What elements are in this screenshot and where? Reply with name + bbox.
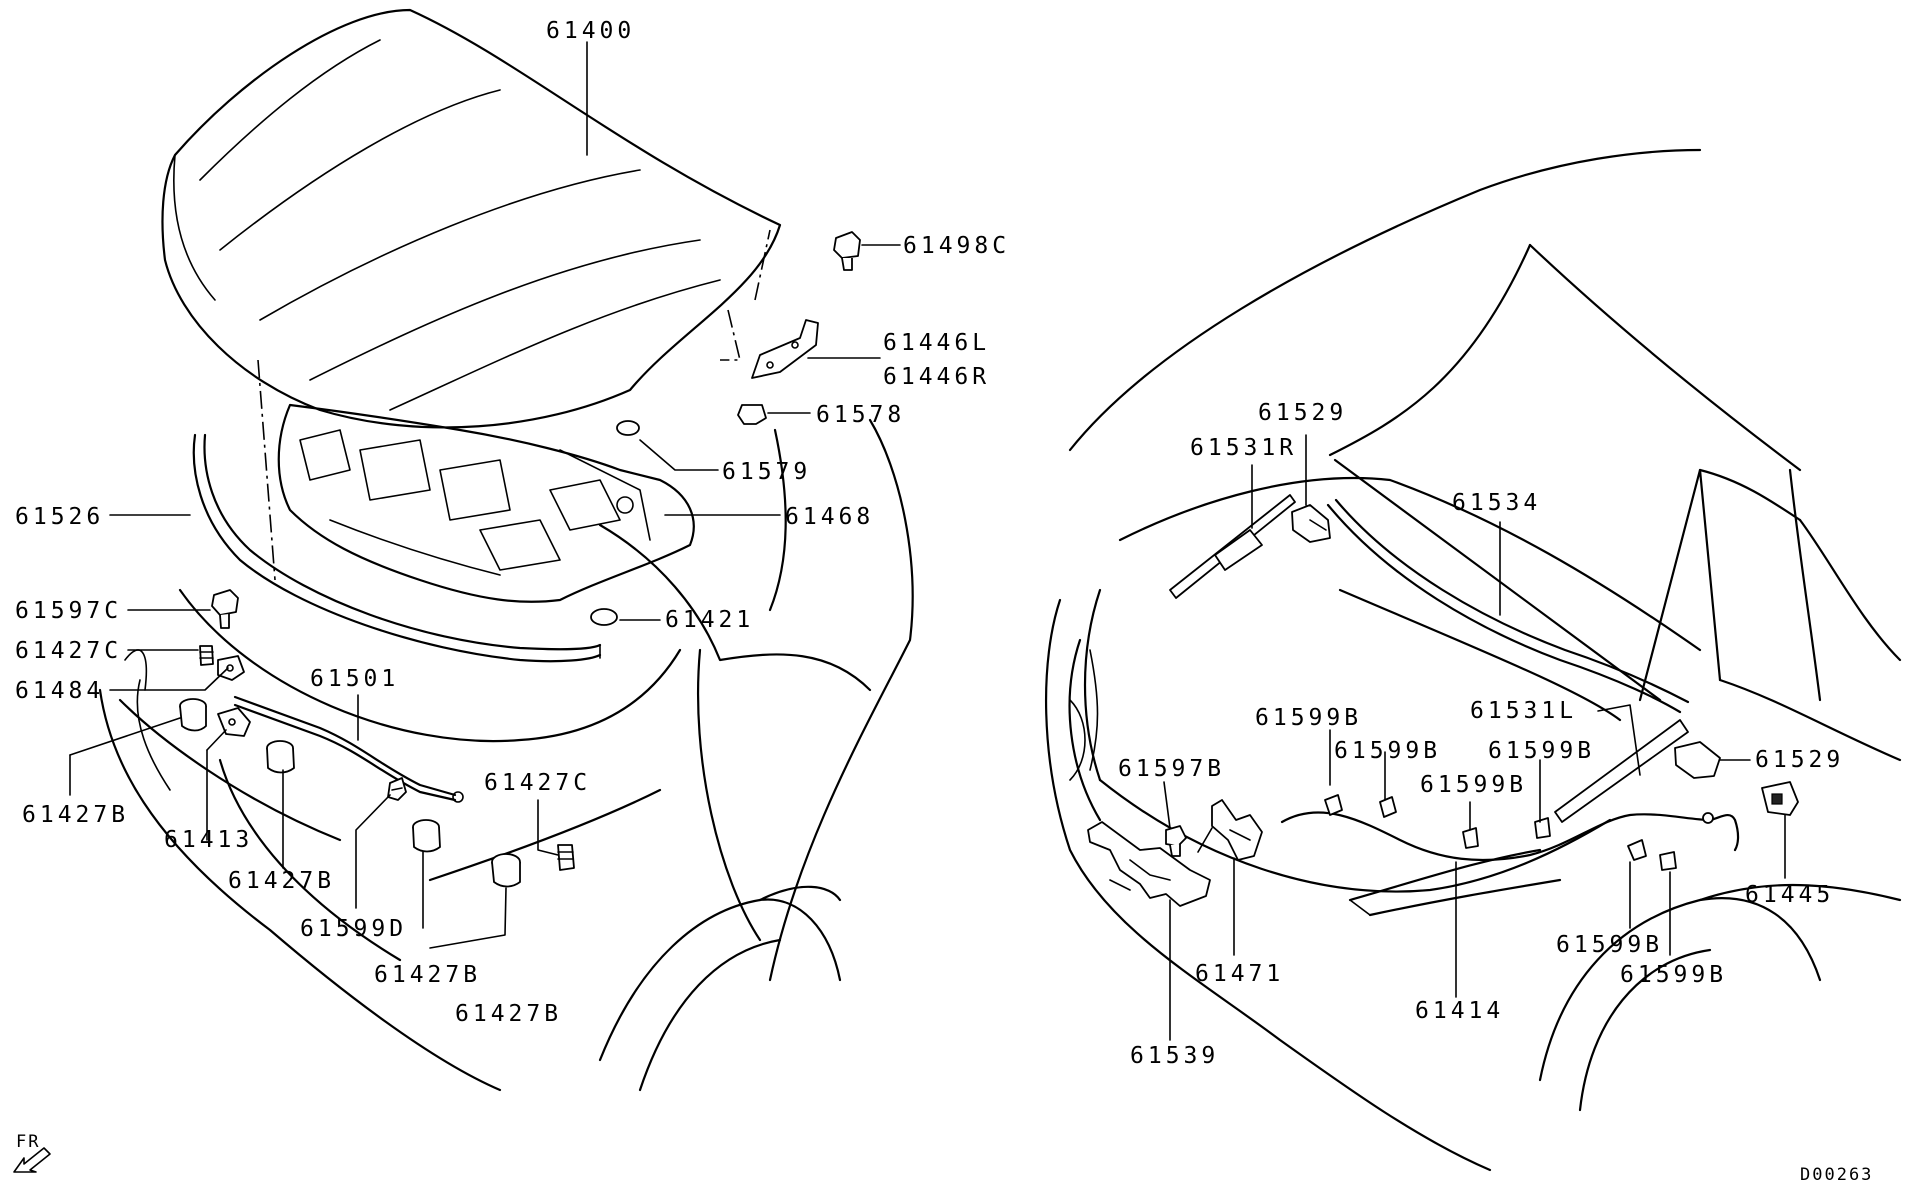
- label-61501: 61501: [310, 666, 399, 692]
- clip-61599d: [387, 777, 407, 801]
- bracket-61529-a: [1291, 504, 1331, 543]
- hood-weatherstrip: [192, 433, 602, 663]
- label-61599B-c: 61599B: [1488, 738, 1595, 764]
- release-cable-61414: [1280, 811, 1740, 862]
- plug-61579: [616, 420, 640, 436]
- bracket-61529-b: [1674, 741, 1721, 779]
- label-61427B-a: 61427B: [22, 802, 129, 828]
- side-strip-61531l: [1554, 719, 1689, 823]
- bolt-61597b: [1165, 825, 1187, 857]
- label-61446R: 61446R: [883, 364, 990, 390]
- label-61427B-c: 61427B: [374, 962, 481, 988]
- label-61534: 61534: [1452, 490, 1541, 516]
- label-61484: 61484: [15, 678, 104, 704]
- hood-lock-61471: [1197, 799, 1263, 861]
- hood-latch-61445: [1761, 781, 1799, 816]
- label-61529-a: 61529: [1258, 400, 1347, 426]
- label-61599B-f: 61599B: [1620, 962, 1727, 988]
- rod-holder-61484: [217, 655, 245, 681]
- clip-61578: [737, 404, 767, 425]
- label-61427C-b: 61427C: [484, 770, 591, 796]
- label-61498C: 61498C: [903, 233, 1010, 259]
- label-61579: 61579: [722, 459, 811, 485]
- label-61427C-a: 61427C: [15, 638, 122, 664]
- hood-inner-panel: [277, 403, 695, 603]
- plug-61421: [590, 608, 618, 626]
- cowl-seal-61534: [1326, 498, 1690, 714]
- label-61400: 61400: [546, 18, 635, 44]
- label-61445: 61445: [1745, 882, 1834, 908]
- direction-label: FR: [16, 1132, 40, 1152]
- bolt-61597c: [211, 589, 239, 629]
- label-61427B-d: 61427B: [455, 1001, 562, 1027]
- clips-61599b: [1324, 794, 1677, 871]
- label-61421: 61421: [665, 607, 754, 633]
- label-61446L: 61446L: [883, 330, 990, 356]
- label-61578: 61578: [816, 402, 905, 428]
- label-61597C: 61597C: [15, 598, 122, 624]
- alignment-lines: [257, 229, 771, 581]
- label-61531L: 61531L: [1470, 698, 1577, 724]
- label-61597B: 61597B: [1118, 756, 1225, 782]
- front-arrow-icon: [13, 1147, 51, 1173]
- label-61531R: 61531R: [1190, 435, 1297, 461]
- side-strip-61531r: [1169, 494, 1296, 599]
- label-61413: 61413: [164, 827, 253, 853]
- right-car-body: [1044, 148, 1902, 1172]
- label-61414: 61414: [1415, 998, 1504, 1024]
- hood-hinge-part: [751, 319, 819, 379]
- label-61468: 61468: [785, 504, 874, 530]
- drawing-id: D00263: [1800, 1165, 1873, 1185]
- hood-panel: [161, 8, 782, 429]
- label-61599B-e: 61599B: [1556, 932, 1663, 958]
- label-61471: 61471: [1195, 961, 1284, 987]
- label-61599B-d: 61599B: [1420, 772, 1527, 798]
- label-61599B-b: 61599B: [1334, 738, 1441, 764]
- rod-holder-61413: [217, 707, 251, 737]
- direction-indicator: FR: [13, 1132, 51, 1173]
- leader-lines: [69, 41, 1786, 1041]
- label-61599B-a: 61599B: [1255, 705, 1362, 731]
- label-61526: 61526: [15, 504, 104, 530]
- label-61539: 61539: [1130, 1043, 1219, 1069]
- bumper-stoppers: [179, 645, 575, 888]
- label-61599D: 61599D: [300, 916, 407, 942]
- bolt-61498c: [833, 231, 861, 271]
- hood-support-rod: [233, 695, 464, 803]
- lock-support-61539: [1087, 821, 1211, 907]
- label-61427B-b: 61427B: [228, 868, 335, 894]
- callout-labels: 61400 61498C 61446L 61446R 61578 61579 6…: [15, 18, 1844, 1069]
- label-61529-b: 61529: [1755, 747, 1844, 773]
